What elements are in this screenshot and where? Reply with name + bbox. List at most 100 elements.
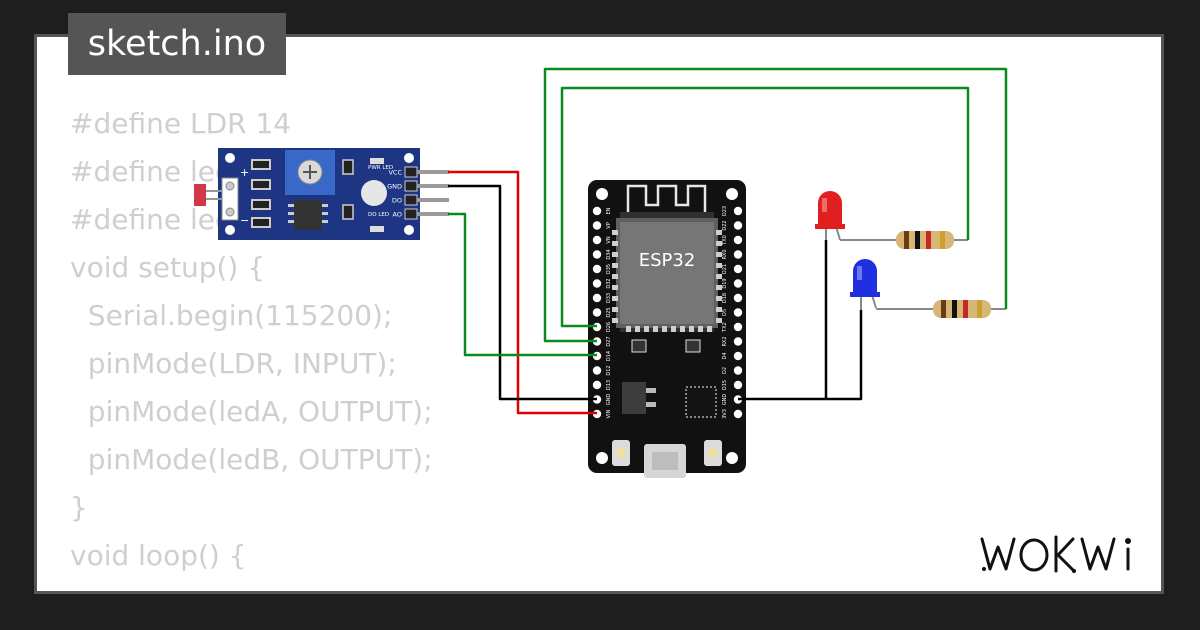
code-preview: #define LDR 14 #define ledA 26 #define l… — [70, 100, 559, 591]
code-line: pinMode(ledB, OUTPUT); — [70, 443, 433, 476]
ldr-pin-label: GND — [387, 183, 402, 191]
ldr-pin-label: AO — [393, 211, 402, 219]
resistor-1[interactable] — [840, 231, 968, 249]
esp32-pin[interactable] — [733, 380, 743, 390]
code-line: pinMode(ledA, OUTPUT); — [70, 395, 433, 428]
esp32-pin-label: TX0 — [722, 235, 728, 246]
led-blue[interactable] — [850, 259, 880, 310]
esp32-pin[interactable] — [592, 293, 602, 303]
esp32-pin-label: D15 — [722, 380, 728, 390]
esp32-pin-label: VIN — [606, 409, 612, 418]
minus-label: − — [240, 214, 249, 227]
esp32-devkit[interactable]: ESP32 ENVPVND34D35D32D33D25D26D27D14D12D… — [588, 180, 746, 478]
esp32-pin[interactable] — [592, 366, 602, 375]
esp32-pin[interactable] — [733, 235, 743, 245]
esp32-pin-label: RX2 — [722, 336, 728, 346]
resistor-2[interactable] — [876, 300, 1006, 318]
led-blue-rim — [850, 292, 880, 297]
esp32-pin[interactable] — [733, 351, 743, 361]
photoresistor — [194, 184, 206, 206]
code-line: void loop() { — [70, 539, 247, 572]
ldr-pin-lead — [417, 212, 449, 216]
esp32-pin-label: D12 — [606, 365, 612, 375]
esp32-pin[interactable] — [733, 308, 743, 317]
esp32-pin-headers: ENVPVND34D35D32D33D25D26D27D14D12D13GNDV… — [592, 206, 743, 419]
ldr-pin-lead — [417, 184, 449, 188]
wire-ao — [448, 212, 597, 357]
ldr-pin[interactable] — [404, 194, 418, 206]
esp32-pin[interactable] — [592, 221, 602, 230]
esp32-pin-label: D13 — [606, 380, 612, 390]
esp32-pin-label: 3V3 — [722, 409, 728, 419]
ldr-pin-label: VCC — [388, 169, 402, 177]
esp32-pin-label: D4 — [722, 352, 728, 359]
esp32-pin-label: EN — [606, 207, 612, 214]
esp32-pin-label: D21 — [722, 264, 728, 274]
esp32-pin-label: D25 — [606, 307, 612, 317]
esp32-pin[interactable] — [592, 206, 602, 216]
esp32-pin[interactable] — [733, 221, 743, 230]
ldr-pin-lead — [417, 198, 449, 202]
ldr-pin-header: VCC GND DO AO — [387, 166, 449, 220]
esp32-pin[interactable] — [733, 250, 743, 259]
esp32-pin-label: D18 — [722, 293, 728, 303]
esp32-pin[interactable] — [733, 264, 743, 274]
code-line: pinMode(LDR, INPUT); — [70, 347, 397, 380]
esp32-pin-label: D22 — [722, 220, 728, 230]
code-line: #define LDR 14 — [70, 107, 292, 140]
ldr-pin-lead — [417, 170, 449, 174]
esp32-pin[interactable] — [733, 366, 743, 375]
plus-label: + — [240, 166, 249, 179]
esp32-pin[interactable] — [733, 409, 743, 419]
esp32-pin[interactable] — [592, 380, 602, 390]
esp32-pin[interactable] — [592, 235, 602, 245]
code-line: Serial.begin(115200); — [70, 299, 393, 332]
led-blue-body — [853, 259, 877, 294]
esp32-pin-label: D33 — [606, 293, 612, 303]
code-line: void setup() { — [70, 251, 266, 284]
ldr-pin-label: DO — [392, 197, 402, 205]
pwr-led-label: PWR LED — [368, 165, 393, 171]
esp32-pin[interactable] — [733, 206, 743, 216]
esp32-pin-label: D35 — [606, 264, 612, 274]
esp32-pin[interactable] — [592, 250, 602, 259]
wire-ledb — [543, 67, 1008, 343]
esp32-pin-label: RX0 — [722, 249, 728, 259]
esp32-pin[interactable] — [592, 264, 602, 274]
esp32-pin[interactable] — [733, 293, 743, 303]
esp32-pin-label: GND — [722, 394, 728, 406]
code-line: } — [70, 491, 88, 524]
esp32-pin-label: VN — [606, 236, 612, 243]
led-red-rim — [815, 224, 845, 229]
esp32-pin-label: TX2 — [722, 322, 728, 333]
esp32-pin-label: D19 — [722, 278, 728, 288]
file-tab[interactable]: sketch.ino — [68, 13, 286, 75]
esp32-pin-label: GND — [606, 394, 612, 406]
esp32-pin-label: D26 — [606, 322, 612, 332]
esp32-pin[interactable] — [592, 279, 602, 288]
wire-vcc — [448, 170, 597, 415]
ldr-pin[interactable] — [404, 180, 418, 192]
esp32-pin-label: VP — [606, 222, 612, 228]
esp32-pin-label: D34 — [606, 249, 612, 259]
wire-leda — [560, 86, 970, 328]
led-red[interactable] — [815, 191, 845, 241]
do-led-label: DO LED — [368, 212, 389, 218]
esp32-pin[interactable] — [733, 279, 743, 288]
status-led — [361, 180, 387, 206]
ldr-sensor-module[interactable]: + − PWR LED DO LED VCC GND DO AO — [194, 148, 449, 240]
led-red-body — [818, 191, 842, 226]
esp32-pin-label: D23 — [722, 206, 728, 216]
esp32-pin-label: D14 — [606, 351, 612, 361]
esp32-pin-label: D2 — [722, 367, 728, 374]
esp32-pin[interactable] — [733, 322, 743, 332]
wire-gnd-leds — [738, 240, 863, 401]
ldr-pin[interactable] — [404, 208, 418, 220]
esp32-pin[interactable] — [733, 337, 743, 346]
esp32-pin-label: D27 — [606, 336, 612, 346]
ldr-pin[interactable] — [404, 166, 418, 178]
esp32-pin[interactable] — [592, 308, 602, 317]
esp32-pin-label: D5 — [722, 309, 728, 316]
esp32-label: ESP32 — [639, 250, 696, 271]
